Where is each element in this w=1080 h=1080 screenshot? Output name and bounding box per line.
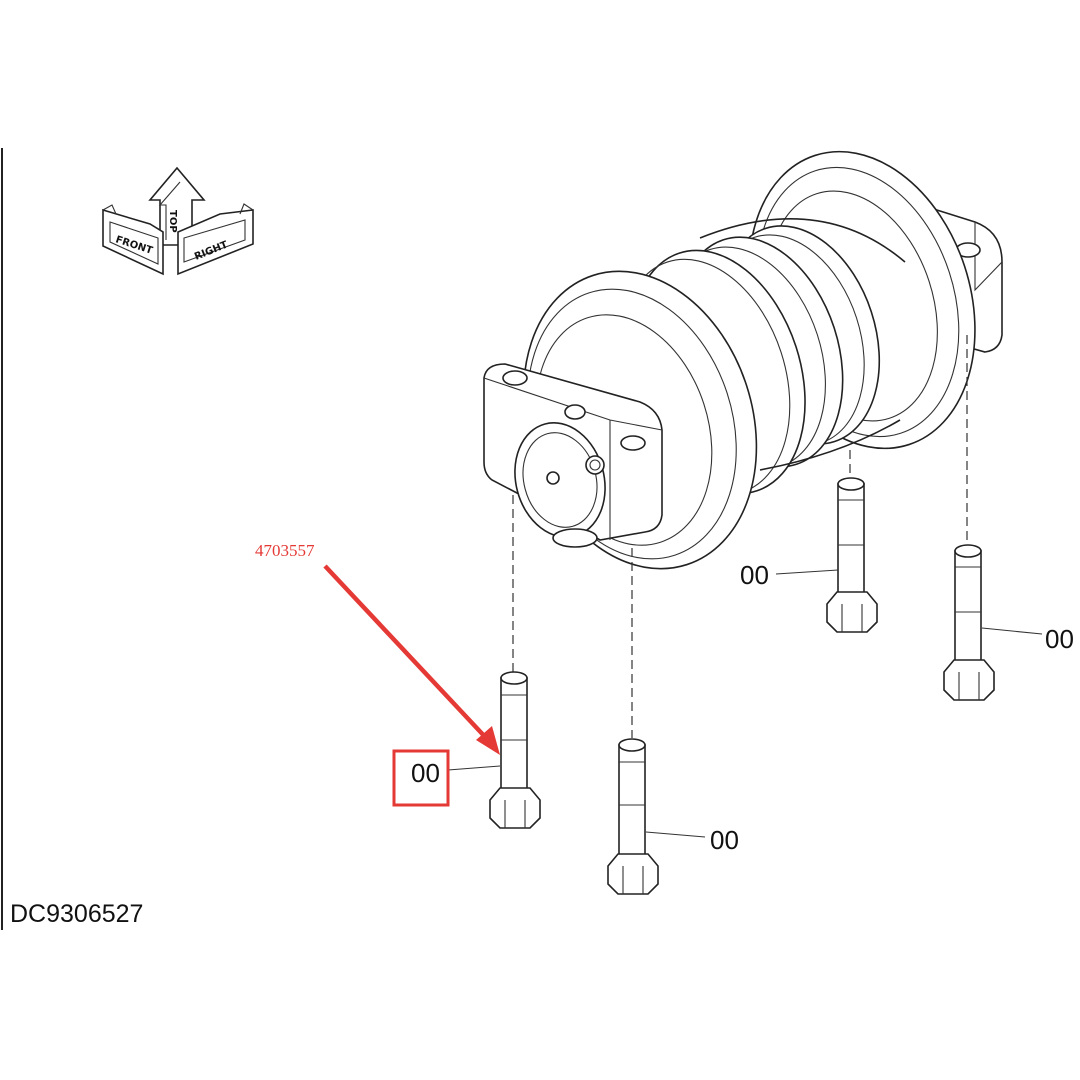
callout-bolt-rear-left: 00	[740, 560, 769, 590]
drawing-code: DC9306527	[10, 900, 143, 928]
highlight-box	[392, 749, 450, 807]
orientation-top-label: TOP	[167, 210, 178, 233]
bolt-rear-left	[826, 477, 878, 633]
assembly-lines	[512, 335, 968, 738]
bolt-center	[607, 738, 659, 895]
leader-line-center	[645, 831, 706, 838]
leader-line-highlighted	[447, 765, 501, 771]
track-roller	[483, 150, 1003, 570]
part-number-label: 4703557	[255, 541, 315, 560]
bolt-highlighted	[489, 671, 541, 829]
leader-line-rear-right	[981, 627, 1043, 635]
callout-highlighted: 00	[411, 758, 440, 788]
orientation-symbol: FRONT TOP RIGHT	[102, 166, 254, 276]
leader-line-rear-left	[775, 569, 839, 575]
callout-bolt-center: 00	[710, 825, 739, 855]
callout-bolt-rear-right: 00	[1045, 624, 1074, 654]
bolt-rear-right	[943, 544, 995, 701]
annotation-arrow	[323, 564, 500, 755]
